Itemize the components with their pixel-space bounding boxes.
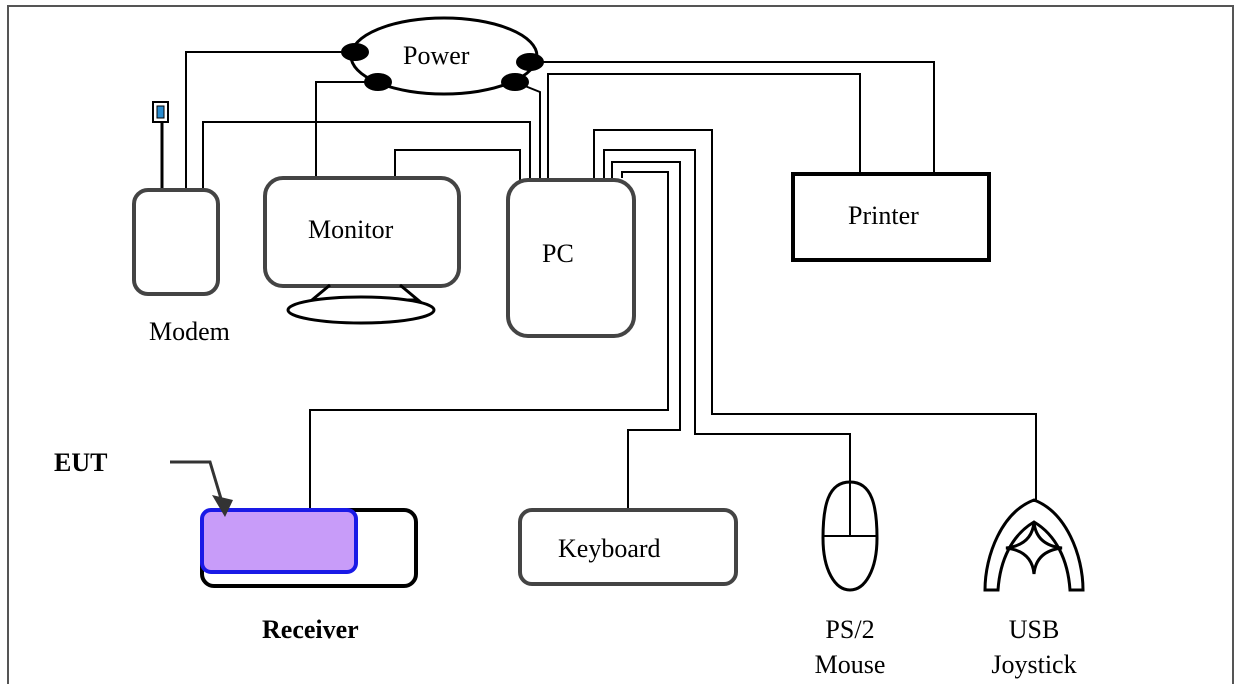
monitor: Monitor	[263, 176, 461, 325]
power-plug-dot	[516, 53, 544, 71]
printer-box	[791, 172, 991, 262]
modem-power-cable	[185, 51, 355, 190]
pc-power-cable	[514, 81, 541, 180]
receiver: EUT Receiver	[54, 448, 418, 644]
keyboard: Keyboard	[518, 508, 738, 586]
power-plug-dot	[501, 73, 529, 91]
printer-pc-cable	[547, 73, 861, 180]
modem-box	[132, 188, 220, 296]
receiver-cable	[309, 171, 669, 510]
phone-jack-port	[156, 105, 165, 119]
monitor-label: Monitor	[308, 215, 394, 244]
eut-device	[200, 508, 358, 574]
mouse: PS/2 Mouse	[815, 480, 886, 679]
joystick-cable	[593, 129, 1037, 500]
monitor-pc-cable	[394, 149, 521, 180]
eut-arrow-line	[170, 460, 224, 503]
power-strip: Power	[341, 16, 544, 96]
monitor-screen	[263, 176, 461, 288]
mouse-label-line2: Mouse	[815, 650, 886, 679]
pc-label: PC	[542, 239, 574, 268]
mouse-cable	[603, 149, 851, 482]
joystick-star-icon	[1005, 521, 1063, 575]
keyboard-label: Keyboard	[558, 534, 661, 563]
printer-label: Printer	[848, 201, 919, 230]
pc: PC	[506, 178, 636, 338]
power-plug-dot	[364, 73, 392, 91]
modem-label: Modem	[149, 317, 230, 346]
power-label: Power	[403, 41, 470, 70]
pc-tower	[506, 178, 636, 338]
power-plug-dot	[341, 43, 369, 61]
keyboard-box	[518, 508, 738, 586]
eut-label: EUT	[54, 448, 107, 477]
monitor-base	[286, 295, 436, 325]
joystick-icon	[983, 498, 1085, 592]
joystick-label-line1: USB	[1009, 615, 1060, 644]
keyboard-cable	[611, 161, 681, 510]
modem-pc-cable	[202, 121, 531, 190]
monitor-power-cable	[315, 81, 378, 178]
receiver-label: Receiver	[262, 615, 359, 644]
printer: Printer	[791, 172, 991, 262]
joystick: USB Joystick	[983, 498, 1085, 679]
mouse-label-line1: PS/2	[825, 615, 874, 644]
printer-power-cable	[530, 61, 935, 174]
eut-arrow-head	[212, 495, 233, 517]
page-frame	[7, 5, 1234, 684]
joystick-label-line2: Joystick	[991, 650, 1076, 679]
modem: Modem	[132, 101, 230, 346]
